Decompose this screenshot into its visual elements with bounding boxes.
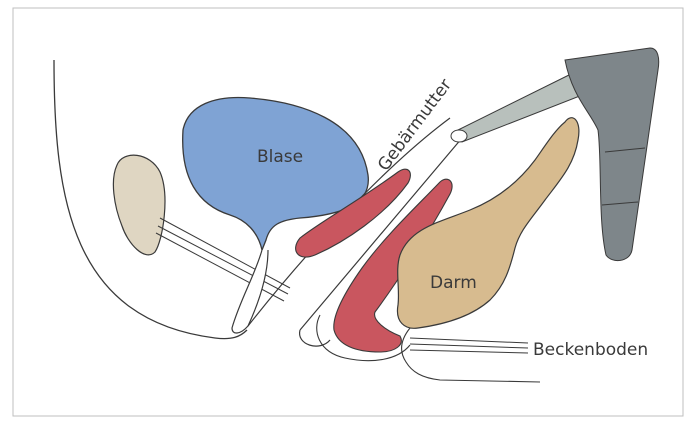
label-pelvic-floor: Beckenboden: [533, 340, 648, 360]
label-bladder: Blase: [257, 147, 303, 167]
urethra-shape: [232, 250, 268, 333]
label-bowel: Darm: [430, 273, 477, 293]
pelvic-floor-lines: [410, 338, 528, 353]
anal-canal-outline: [402, 328, 540, 382]
speculum-tip: [451, 130, 467, 142]
speculum-handle-dark: [565, 48, 659, 261]
pubic-bone-shape: [113, 155, 165, 255]
